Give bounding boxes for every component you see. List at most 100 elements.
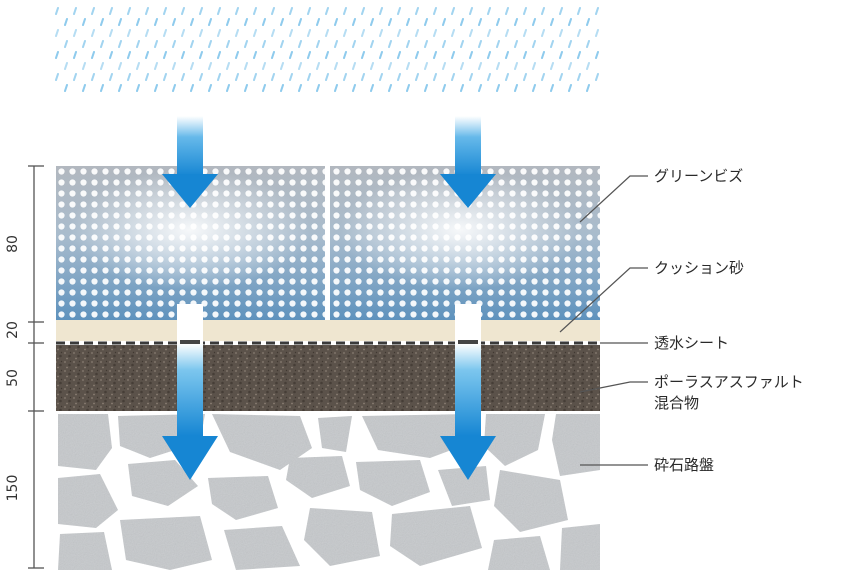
rain-drop: [523, 51, 527, 59]
rain-drop: [298, 62, 302, 70]
rain-drop: [496, 40, 500, 48]
label-cushion-sand: クッション砂: [654, 259, 745, 277]
rain-drop: [487, 29, 491, 37]
rain-drop: [424, 18, 428, 26]
rain-drop: [190, 18, 194, 26]
rain-drop: [271, 73, 275, 81]
rain-drop: [361, 7, 365, 15]
rain-drop: [316, 18, 320, 26]
rain-drop: [64, 18, 68, 26]
rain-drop: [199, 7, 203, 15]
rain-drops: [55, 7, 599, 92]
rain-drop: [145, 73, 149, 81]
rain-drop: [163, 73, 167, 81]
rain-drop: [442, 40, 446, 48]
water-flow-arrow-left: [162, 304, 218, 480]
rain-drop: [433, 7, 437, 15]
rain-drop: [370, 62, 374, 70]
rain-drop: [469, 29, 473, 37]
rain-drop: [415, 29, 419, 37]
rain-drop: [352, 40, 356, 48]
rain-inflow-arrow-right: [440, 116, 496, 208]
rain-drop: [307, 29, 311, 37]
rain-drop: [271, 7, 275, 15]
rain-drop: [532, 40, 536, 48]
rain-drop: [136, 84, 140, 92]
rain-drop: [118, 40, 122, 48]
rain-drop: [586, 40, 590, 48]
dimension-crushed-stone: 150: [5, 474, 21, 502]
rain-drop: [244, 62, 248, 70]
rain-drop: [136, 40, 140, 48]
rain-drop: [208, 40, 212, 48]
rain-drop: [343, 29, 347, 37]
rain-drop: [577, 7, 581, 15]
rain-drop: [334, 18, 338, 26]
rain-drop: [127, 7, 131, 15]
rain-drop: [397, 73, 401, 81]
rain-drop: [451, 51, 455, 59]
rain-drop: [190, 62, 194, 70]
rain-drop: [145, 7, 149, 15]
rain-drop: [199, 51, 203, 59]
rain-drop: [172, 84, 176, 92]
rain-drop: [307, 51, 311, 59]
rain-drop: [550, 40, 554, 48]
rain-drop: [523, 29, 527, 37]
dimension-green-bead: 80: [5, 235, 21, 253]
rain-drop: [406, 40, 410, 48]
rain-drop: [487, 73, 491, 81]
rain-drop: [181, 51, 185, 59]
rain-drop: [55, 51, 59, 59]
rain-drop: [163, 7, 167, 15]
rain-drop: [109, 73, 113, 81]
rain-drop: [595, 73, 599, 81]
rain-drop: [379, 7, 383, 15]
rain-drop: [379, 73, 383, 81]
rain-drop: [568, 18, 572, 26]
rain-drop: [352, 62, 356, 70]
rain-drop: [424, 40, 428, 48]
rain-drop: [559, 29, 563, 37]
rain-drop: [595, 29, 599, 37]
rain-drop: [523, 7, 527, 15]
rain-drop: [460, 62, 464, 70]
rain-drop: [289, 29, 293, 37]
rain-drop: [298, 84, 302, 92]
crushed-stone-layer: [56, 411, 600, 570]
rain-drop: [478, 18, 482, 26]
rain-drop: [280, 62, 284, 70]
rain-drop: [424, 84, 428, 92]
rain-drop: [595, 7, 599, 15]
rain-drop: [316, 84, 320, 92]
rain-drop: [478, 40, 482, 48]
rain-drop: [172, 40, 176, 48]
rain-drop: [334, 84, 338, 92]
rain-drop: [397, 51, 401, 59]
rain-drop: [433, 51, 437, 59]
rain-drop: [451, 7, 455, 15]
cushion-sand-layer: [56, 320, 600, 341]
rain-drop: [442, 18, 446, 26]
rain-drop: [109, 51, 113, 59]
rain-drop: [91, 51, 95, 59]
rain-drop: [451, 73, 455, 81]
rain-drop: [415, 51, 419, 59]
rain-drop: [559, 73, 563, 81]
rain-drop: [163, 29, 167, 37]
rain-drop: [550, 84, 554, 92]
rain-inflow-arrow-left: [162, 116, 218, 208]
rain-drop: [343, 73, 347, 81]
rain-drop: [433, 29, 437, 37]
rain-drop: [253, 73, 257, 81]
rain-drop: [244, 18, 248, 26]
rain-drop: [433, 73, 437, 81]
rain-drop: [505, 73, 509, 81]
rain-drop: [442, 84, 446, 92]
rain-drop: [541, 51, 545, 59]
rain-drop: [496, 62, 500, 70]
rain-drop: [226, 84, 230, 92]
green-bead-layer: [56, 166, 600, 322]
rain-drop: [397, 29, 401, 37]
rain-drop: [361, 51, 365, 59]
